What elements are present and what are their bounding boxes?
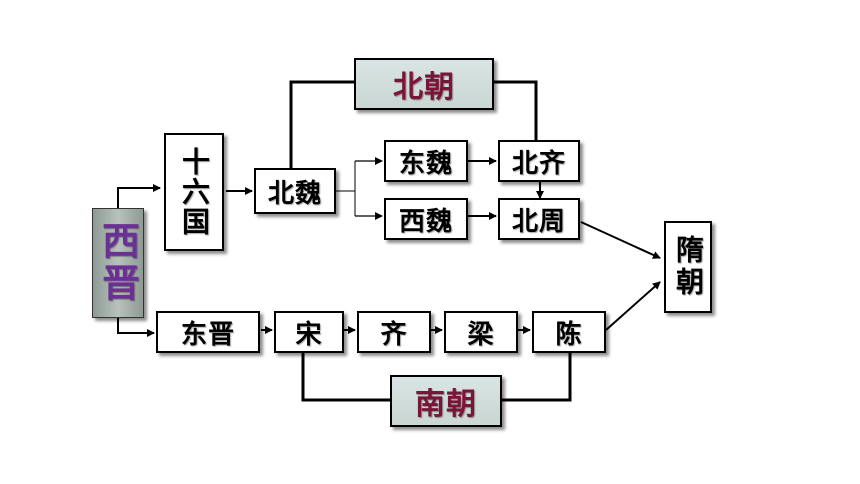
south-bracket bbox=[301, 352, 572, 402]
node-shiliuguo: 十六国 bbox=[164, 133, 224, 251]
node-liang: 梁 bbox=[444, 311, 518, 353]
node-qi: 齐 bbox=[357, 311, 431, 353]
node-suichao: 隋朝 bbox=[664, 221, 712, 313]
label-north-dynasties: 北朝 bbox=[354, 58, 494, 110]
node-dongjin: 东晋 bbox=[156, 311, 260, 353]
node-beiqi: 北齐 bbox=[498, 140, 580, 182]
node-beizhou: 北周 bbox=[498, 198, 580, 240]
node-song: 宋 bbox=[274, 311, 344, 353]
node-xijin: 西晋 bbox=[92, 208, 144, 318]
node-beiwei: 北魏 bbox=[254, 168, 336, 214]
node-xiwei: 西魏 bbox=[384, 198, 468, 240]
arrow-xijin-to-dongjin bbox=[117, 318, 155, 337]
arrow-beizhou-to-sui bbox=[580, 221, 661, 259]
label-south-dynasties: 南朝 bbox=[390, 375, 502, 427]
node-chen: 陈 bbox=[532, 311, 606, 353]
arrow-xijin-to-shiliuguo bbox=[117, 184, 161, 208]
north-bracket bbox=[289, 80, 538, 171]
arrow-chen-to-sui bbox=[605, 281, 661, 331]
node-dongwei: 东魏 bbox=[384, 140, 468, 182]
